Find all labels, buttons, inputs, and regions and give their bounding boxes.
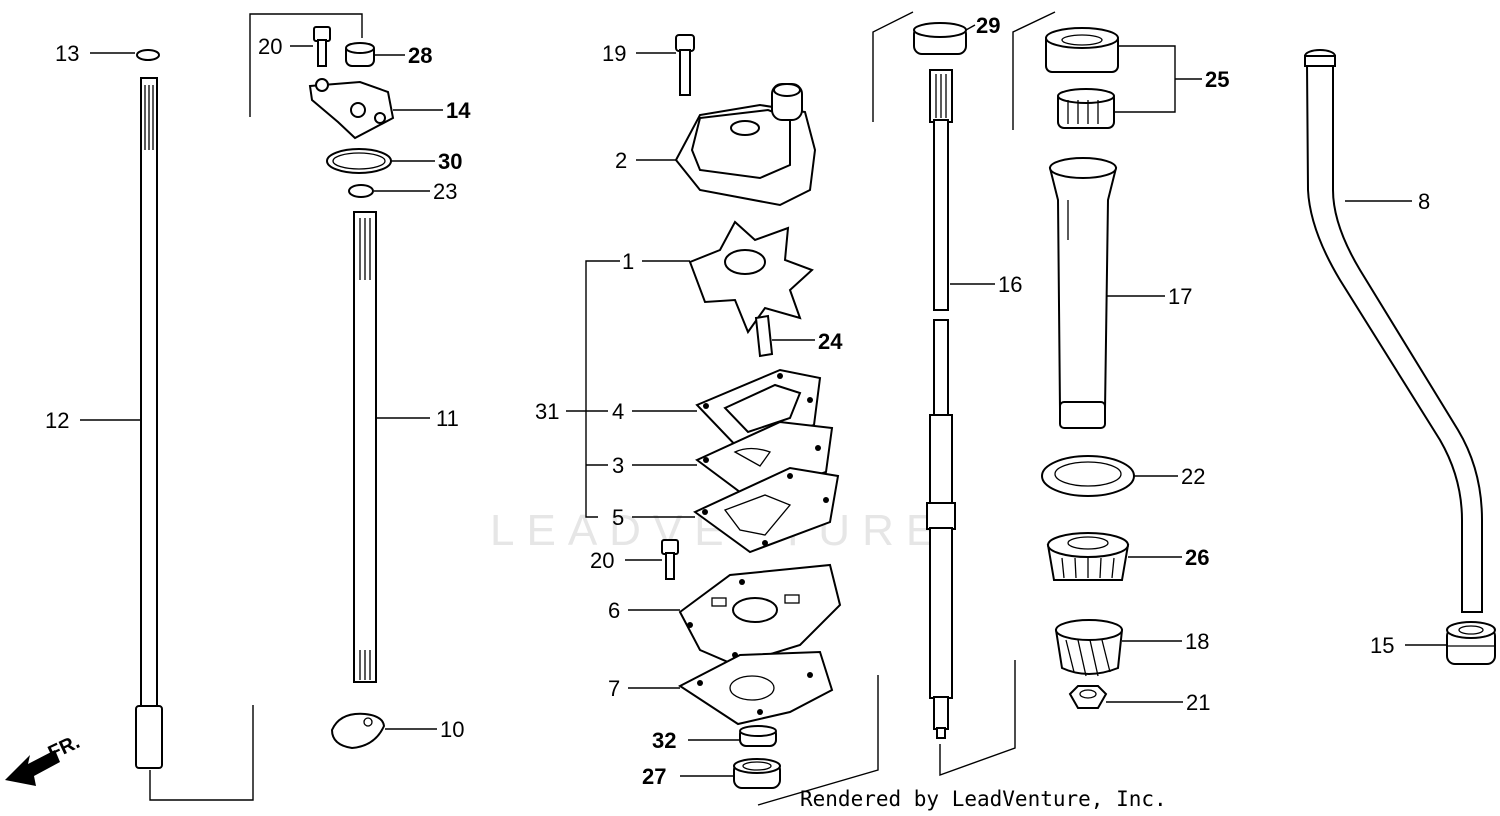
part-30-oring[interactable] <box>326 148 392 174</box>
part-17-tube[interactable] <box>1048 157 1118 429</box>
callout-31: 31 <box>535 399 559 424</box>
callout-27: 27 <box>642 764 666 789</box>
callout-24: 24 <box>818 329 843 354</box>
callout-5: 5 <box>612 505 624 530</box>
part-16-driveshaft[interactable] <box>926 69 956 739</box>
callout-1: 1 <box>622 249 634 274</box>
part-18-pinion-gear[interactable] <box>1054 619 1124 677</box>
part-22-washer[interactable] <box>1041 455 1135 497</box>
part-6-base-plate[interactable] <box>678 563 842 667</box>
callout-4: 4 <box>612 399 624 424</box>
callout-29: 29 <box>976 13 1000 38</box>
callout-13: 13 <box>55 41 79 66</box>
part-8-water-tube[interactable] <box>1304 49 1483 613</box>
callout-18: 18 <box>1185 629 1209 654</box>
part-10-coupler[interactable] <box>330 712 386 750</box>
part-12-shaft[interactable] <box>135 77 163 769</box>
callout-17: 17 <box>1168 284 1192 309</box>
front-direction-arrow: FR. <box>5 731 83 786</box>
callout-7: 7 <box>608 676 620 701</box>
callout-23: 23 <box>433 179 457 204</box>
part-15-grommet[interactable] <box>1446 621 1496 665</box>
part-20-bolt-bottom[interactable] <box>661 539 679 580</box>
callout-14: 14 <box>446 98 471 123</box>
part-1-impeller[interactable] <box>688 220 814 335</box>
part-20-bolt-top[interactable] <box>313 26 331 67</box>
part-23-clip[interactable] <box>348 184 374 198</box>
callout-11: 11 <box>436 406 459 431</box>
callout-21: 21 <box>1186 690 1210 715</box>
callout-25: 25 <box>1205 67 1229 92</box>
part-19-bolt[interactable] <box>675 34 695 96</box>
callout-15: 15 <box>1370 633 1394 658</box>
callout-6: 6 <box>608 598 620 623</box>
rendered-by-credit: Rendered by LeadVenture, Inc. <box>800 787 1167 811</box>
part-29-seal[interactable] <box>913 22 967 55</box>
callout-10: 10 <box>440 717 464 742</box>
callout-22: 22 <box>1181 464 1205 489</box>
callout-20-bottom: 20 <box>590 548 614 573</box>
part-5-gasket[interactable] <box>693 466 840 554</box>
callout-12: 12 <box>45 408 69 433</box>
part-25-bearing-outer[interactable] <box>1045 27 1119 73</box>
part-2-pump-housing[interactable] <box>674 83 817 207</box>
part-11-shaft[interactable] <box>353 211 377 683</box>
callout-30: 30 <box>438 149 462 174</box>
callout-32: 32 <box>652 728 676 753</box>
part-27-seal[interactable] <box>733 758 781 789</box>
callout-16: 16 <box>998 272 1022 297</box>
part-7-gasket[interactable] <box>678 650 834 726</box>
callout-8: 8 <box>1418 189 1430 214</box>
part-28-seal[interactable] <box>345 42 375 67</box>
part-32-seal[interactable] <box>739 725 777 747</box>
part-24-key[interactable] <box>754 314 774 358</box>
part-26-bearing[interactable] <box>1046 532 1130 581</box>
callout-3: 3 <box>612 453 624 478</box>
callout-19: 19 <box>602 41 626 66</box>
callout-20-top: 20 <box>258 34 282 59</box>
part-13-clip[interactable] <box>136 49 160 61</box>
callout-28: 28 <box>408 43 432 68</box>
callout-2: 2 <box>615 148 627 173</box>
part-25-bearing-inner[interactable] <box>1057 88 1115 129</box>
part-14-housing[interactable] <box>308 78 395 140</box>
callout-26: 26 <box>1185 545 1209 570</box>
part-21-nut[interactable] <box>1068 685 1108 709</box>
